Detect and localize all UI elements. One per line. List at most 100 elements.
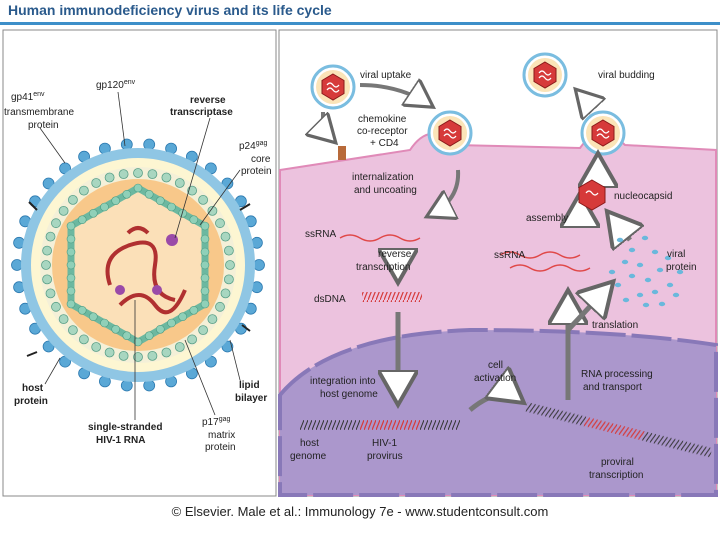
matrix-beads-bead [42,245,52,256]
rt-label-line1: reverse [190,95,226,106]
matrix-beads-bead [207,314,218,325]
gp120-label: gp120env [96,79,136,91]
matrix-beads-bead [68,194,78,205]
core-bead [77,305,87,315]
core-bead [189,305,199,315]
proviral-line1: proviral [601,457,634,468]
core-bead [66,260,76,270]
viral-protein-dot [641,235,649,241]
host-protein-line1: host [22,383,44,394]
host-protein-mark [26,351,38,357]
rna-processing-line2: and transport [583,382,642,393]
core-bead [111,196,120,205]
left-leader-lines [39,91,241,420]
cell-activation-line2: activation [474,373,516,384]
viral-protein-dot [664,255,672,261]
translation-label: translation [592,320,638,331]
core-bead [111,324,120,334]
core-bead [167,202,176,212]
matrix-beads-bead [223,245,234,256]
matrix-beads-bead [91,342,102,352]
matrix-beads-bead [79,185,89,196]
host-protein-mark [239,203,251,211]
matrix-beads-bead [45,231,56,242]
chemokine-line2: co-receptor [357,126,408,137]
provirus-line2: provirus [367,451,403,462]
core-bead [200,260,210,270]
proviral-line2: transcription [589,470,643,481]
matrix-beads-bead [207,205,218,216]
rt-label-line2: transcriptase [170,107,233,118]
core-bead [66,273,76,283]
viral-protein-dot [672,292,680,298]
p24-line2: core [251,154,271,165]
matrix-beads-bead [198,194,209,205]
chemokine-receptor [338,146,346,160]
viral-protein-dot [651,249,659,255]
integration-line1: integration into [310,376,376,387]
viral-protein-dots [608,235,684,308]
host-protein-mark [241,324,251,332]
budding-virion [522,52,568,98]
matrix-beads-bead [198,325,209,336]
lipid-line2: bilayer [235,393,267,404]
matrix-beads-bead [79,334,89,345]
flow-arrows [323,85,630,412]
core-bead [133,337,143,347]
incoming-virion [310,64,356,110]
matrix-beads-bead [91,178,102,188]
viral-protein-dot [666,282,674,288]
core-bead [156,324,165,334]
viral-protein-dot [644,277,652,283]
matrix-beads-bead [225,260,235,270]
core-bead [100,318,109,328]
matrix-beads-bead [133,168,143,178]
cell-activation-line1: cell [488,360,503,371]
matrix-beads-bead [51,218,61,229]
intern-line1: internalization [352,172,414,183]
core-bead [156,196,165,205]
core-bead [200,234,210,244]
lipid-line1: lipid [239,380,260,391]
copyright-footer: © Elsevier. Male et al.: Immunology 7e -… [171,504,549,519]
p24-core-beads [66,183,210,347]
budding-particle [580,110,626,156]
viral-budding-label: viral budding [598,70,655,81]
rna-processing-line1: RNA processing [581,369,653,380]
matrix-beads-bead [118,169,129,180]
reverse-transcriptase-dot [166,234,178,246]
virion-at-membrane [427,110,473,156]
core-bead [200,247,210,257]
matrix-beads-bead [147,169,158,180]
matrix-beads-bead [118,350,129,361]
matrix-beads-bead [104,172,115,183]
matrix-beads-bead [215,301,225,312]
rt-step-line1: reverse [378,249,412,260]
viral-protein-dot [636,262,644,268]
rna-label-line2: HIV-1 RNA [96,435,145,446]
viral-protein-dot [656,267,664,273]
host-genome-helix [420,420,460,430]
viral-protein-dot [608,269,616,275]
matrix-beads-bead [220,231,231,242]
dsdna-helix [362,292,422,302]
title-rule [0,22,720,25]
rt-step-line2: transcription [356,262,410,273]
nucleocapsid-label: nucleocapsid [614,191,672,202]
matrix-beads-bead [215,218,225,229]
core-bead [122,190,132,199]
viral-uptake-label: viral uptake [360,70,412,81]
hiv-virion-diagram [11,138,265,392]
matrix-beads-bead [161,347,172,358]
p24-label: p24gag [239,140,267,152]
gp41-label: gp41env [11,91,45,103]
rna-label-line1: single-stranded [88,422,162,433]
matrix-beads-bead [174,178,185,188]
p17-line3: protein [205,442,236,453]
viral-protein-line1: viral [667,249,685,260]
core-bead [200,273,210,283]
p17-matrix-protein-ring [41,168,235,362]
viral-protein-dot [628,247,636,253]
core-bead [89,209,98,218]
host-genome-line2: genome [290,451,327,462]
